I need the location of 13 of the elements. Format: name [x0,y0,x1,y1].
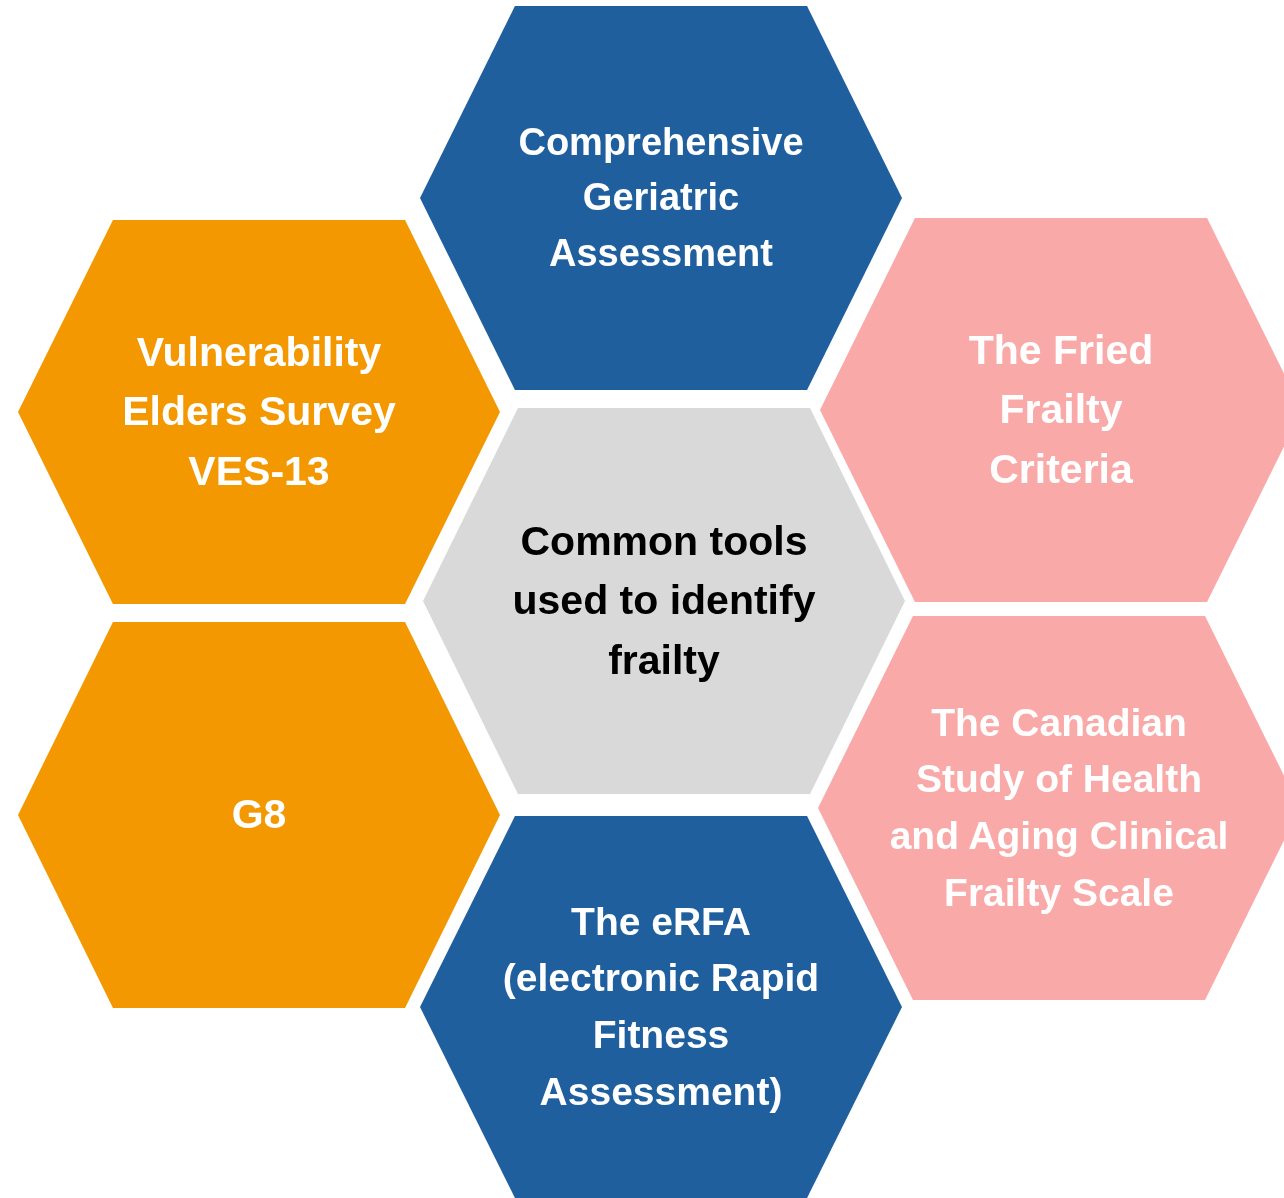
hexagon-shape [820,218,1284,602]
hexagon-label: Common tools used to identify frailty [511,516,817,685]
hexagon-label: The Canadian Study of Health and Aging Clinical Frailty Scale [888,699,1230,916]
hexagon-label: The Fried Frailty Criteria [967,325,1155,494]
hexagon-shape [420,6,902,390]
hexagon-shape [18,622,500,1008]
hexagon-label: G8 [230,790,288,840]
hexagon-label: Comprehensive Geriatric Assessment [517,120,805,276]
hexagon-shape [18,220,500,604]
hexagon-label: The eRFA (electronic Rapid Fitness Assessment) [501,898,821,1115]
hexagon-label: Vulnerability Elders Survey VES-13 [121,327,397,496]
hexagon-shape [818,616,1284,1000]
hexagon-shape [423,408,905,794]
